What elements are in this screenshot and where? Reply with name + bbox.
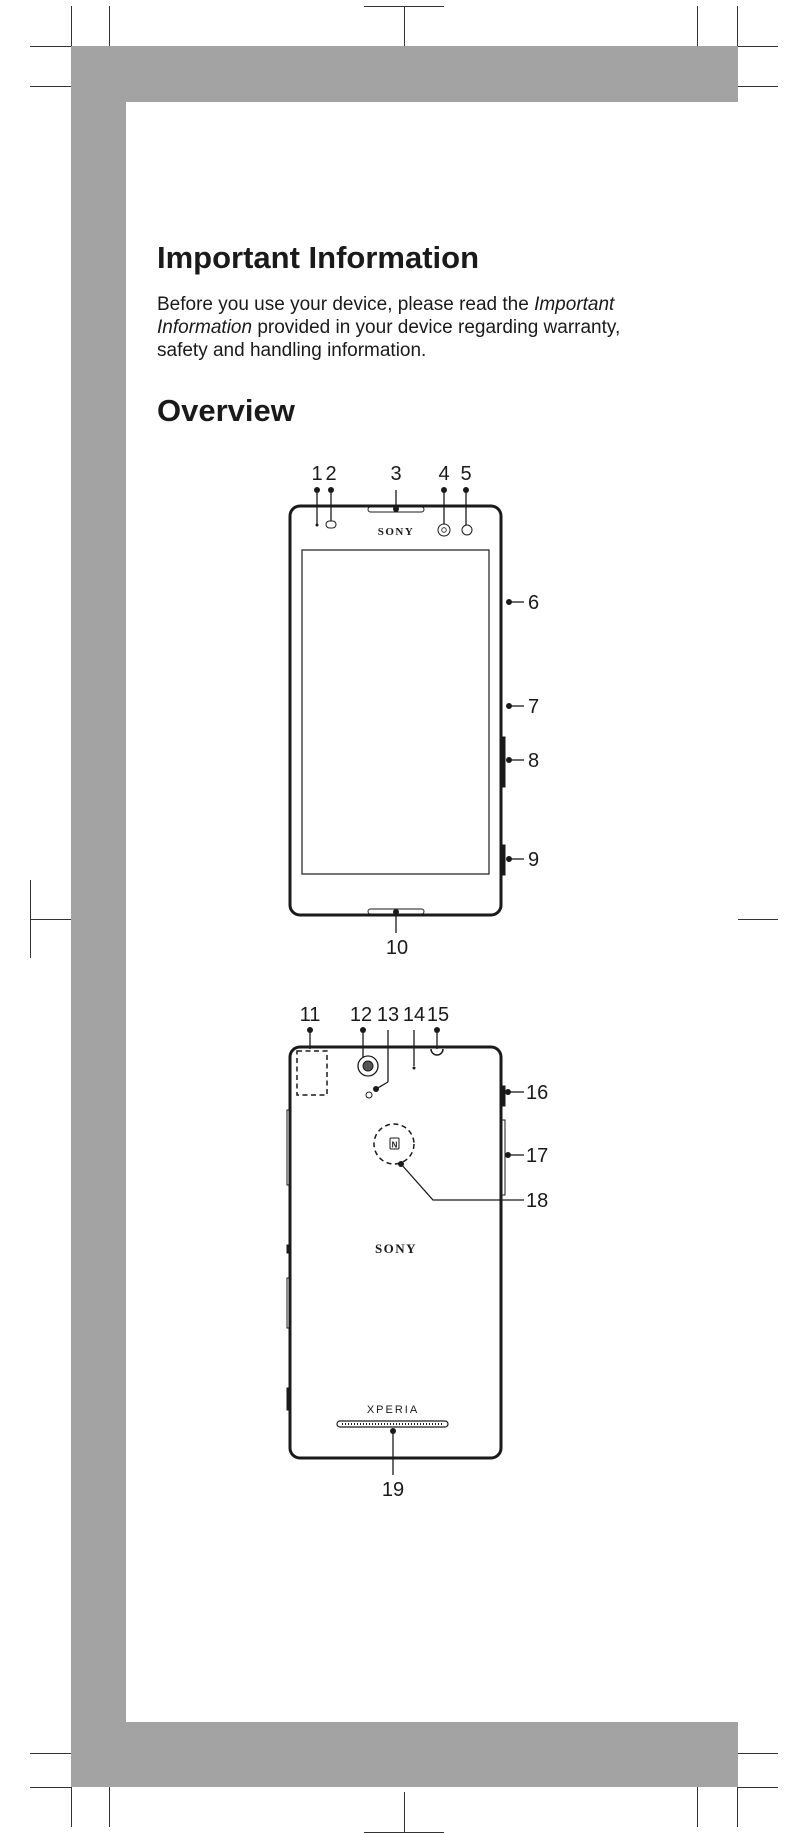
- callout-number: 11: [300, 1004, 321, 1026]
- nfc-mark: [389, 1137, 400, 1150]
- callout-dot: [307, 1027, 313, 1033]
- crop-mark: [71, 6, 72, 46]
- crop-mark: [697, 1787, 698, 1827]
- front-sensor-dot: [315, 523, 319, 527]
- callout-dot: [398, 1161, 404, 1167]
- front-sony-logo: SONY: [378, 526, 415, 538]
- callout-number: 1: [311, 463, 322, 485]
- crop-mark: [404, 1792, 405, 1832]
- callout-dot: [505, 1089, 511, 1095]
- back-sony-logo: SONY: [375, 1241, 417, 1256]
- callout-number: 5: [460, 463, 471, 485]
- screen: [301, 549, 490, 875]
- callout-number: 9: [528, 849, 539, 871]
- callout-dot: [434, 1027, 440, 1033]
- frame-left: [71, 46, 126, 1787]
- crop-mark: [738, 919, 778, 920]
- side-detail-back: [286, 1109, 291, 1186]
- nfc-area: [373, 1123, 415, 1165]
- callout-number: 15: [427, 1004, 449, 1026]
- crop-mark: [30, 1787, 71, 1788]
- crop-mark: [697, 6, 698, 46]
- crop-mark: [109, 6, 110, 46]
- callout-dot: [393, 909, 399, 915]
- side-detail-back: [286, 1387, 291, 1411]
- volume-key: [500, 736, 506, 788]
- camera-flash: [365, 1091, 373, 1099]
- callout-number: 16: [526, 1082, 548, 1104]
- crop-mark: [737, 1787, 738, 1827]
- antenna-area: [296, 1050, 328, 1096]
- intro-italic: Important: [534, 294, 615, 315]
- crop-mark: [738, 46, 778, 47]
- front-view: SONY 1 2 3 4 5 6 7 8 9 10: [288, 463, 539, 959]
- side-detail-back: [286, 1277, 291, 1329]
- crop-mark: [738, 1787, 778, 1788]
- intro-text: safety and handling information.: [157, 340, 427, 361]
- crop-mark: [30, 1753, 71, 1754]
- callout-dot: [441, 487, 447, 493]
- intro-paragraph: Before you use your device, please read …: [157, 293, 667, 362]
- callout-number: 2: [325, 463, 336, 485]
- callout-number: 4: [438, 463, 449, 485]
- callout-dot: [506, 599, 512, 605]
- callout-number: 10: [386, 937, 408, 959]
- leader-line: [400, 1163, 524, 1201]
- callout-dot: [314, 487, 320, 493]
- callout-number: 7: [528, 696, 539, 718]
- callout-dot: [360, 1027, 366, 1033]
- callout-number: 17: [526, 1145, 548, 1167]
- callout-dot: [393, 506, 399, 512]
- back-view: N SONY XPERIA 11 12 13 14 15 1: [286, 1004, 548, 1501]
- phone-body-front: [288, 504, 503, 917]
- callout-number: 13: [377, 1004, 399, 1026]
- callout-dot: [506, 757, 512, 763]
- callout-number: 3: [390, 463, 401, 485]
- crop-mark: [71, 1787, 72, 1827]
- crop-mark: [109, 1787, 110, 1827]
- callout-dot: [506, 703, 512, 709]
- callout-dot: [506, 856, 512, 862]
- callout-dot: [373, 1086, 379, 1092]
- second-mic: [412, 1066, 416, 1070]
- callout-dot: [505, 1152, 511, 1158]
- intro-italic: Information: [157, 317, 253, 338]
- headset-jack: [430, 1048, 444, 1056]
- page-title: Important Information: [157, 240, 480, 275]
- intro-text: provided in your device regarding warran…: [252, 317, 621, 338]
- notification-light: [461, 524, 473, 536]
- crop-mark: [404, 6, 405, 46]
- side-key-back: [500, 1085, 506, 1107]
- side-detail-back: [286, 1244, 291, 1254]
- main-camera: [357, 1055, 379, 1077]
- callout-number: 6: [528, 592, 539, 614]
- main-camera-lens: [362, 1060, 374, 1072]
- callout-dot: [390, 1428, 396, 1434]
- xperia-logo: XPERIA: [367, 1404, 419, 1416]
- callout-dot: [328, 487, 334, 493]
- crop-mark: [30, 86, 71, 87]
- front-camera-lens: [441, 527, 447, 533]
- section-title: Overview: [157, 393, 295, 428]
- crop-mark: [30, 46, 71, 47]
- crop-mark: [737, 6, 738, 46]
- intro-text: Before you use your device, please read …: [157, 294, 535, 315]
- frame-bottom: [71, 1722, 738, 1787]
- callout-number: 8: [528, 750, 539, 772]
- callout-number: 18: [526, 1190, 548, 1212]
- callout-number: 12: [350, 1004, 372, 1026]
- crop-mark: [30, 919, 71, 920]
- power-key: [500, 844, 506, 876]
- frame-top: [71, 46, 738, 102]
- crop-mark: [30, 880, 31, 958]
- loudspeaker-grille: [336, 1420, 449, 1428]
- nfc-letter: N: [392, 1141, 398, 1150]
- callout-number: 19: [382, 1479, 404, 1501]
- side-key-back: [500, 1119, 506, 1196]
- crop-mark: [738, 86, 778, 87]
- callout-number: 14: [403, 1004, 425, 1026]
- crop-mark: [738, 1753, 778, 1754]
- callout-dot: [463, 487, 469, 493]
